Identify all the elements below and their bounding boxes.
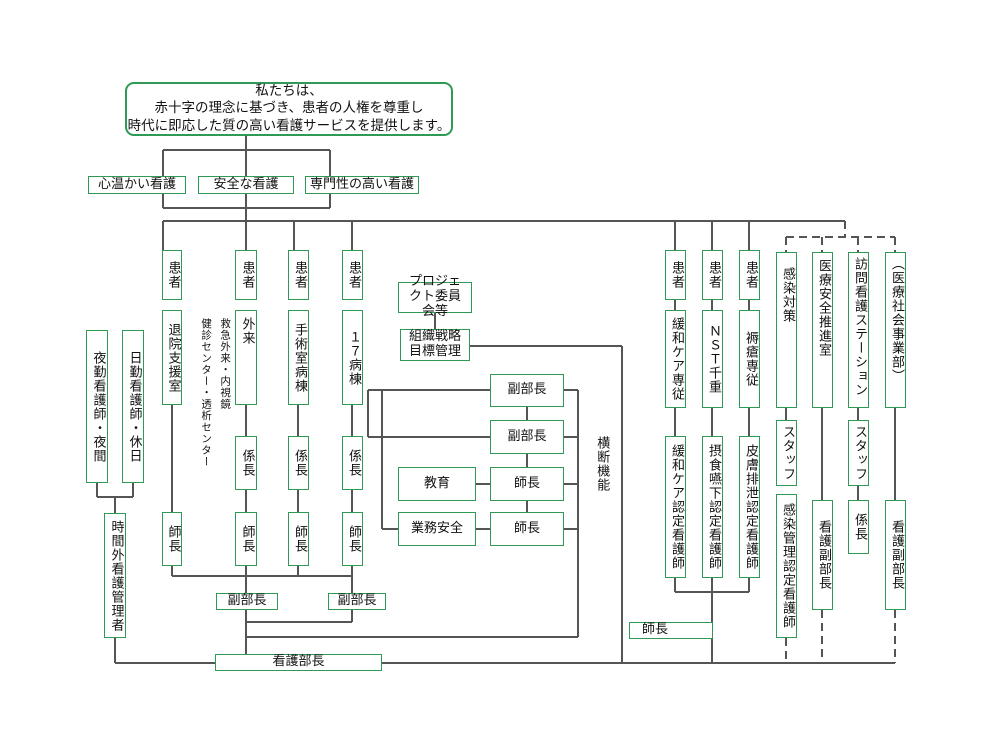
value-professional-nursing: 専門性の高い看護: [305, 176, 419, 194]
value-safe-nursing: 安全な看護: [198, 176, 294, 194]
shicho-middle-1: 師長: [490, 467, 564, 501]
fukubucho-right: 副部長: [328, 593, 386, 610]
mission-line-1: 私たちは、: [255, 82, 323, 99]
patient-box-nst: 患者: [702, 250, 723, 300]
project-committee: プロジェクト委員会等: [398, 274, 472, 319]
unit-infection-control: 感染対策: [776, 252, 797, 408]
education-box: 教育: [398, 467, 476, 501]
unit-operating-ward: 手術室病棟: [288, 310, 309, 405]
fukubucho-middle-1: 副部長: [490, 374, 564, 407]
unit-medical-safety: 医療安全推進室: [812, 252, 833, 408]
outpatient-note-1: 救急外来・内視鏡: [219, 318, 232, 410]
unit-discharge-support: 退院支援室: [162, 310, 182, 405]
patient-box-gairai: 患者: [235, 250, 257, 300]
director-of-nursing: 看護部長: [215, 654, 382, 671]
shicho-taiin: 師長: [162, 512, 182, 566]
patient-box-shujutsu: 患者: [288, 250, 309, 300]
patient-box-jokuso: 患者: [739, 250, 760, 300]
kakaricho-shujutsu: 係長: [288, 436, 309, 490]
unit-outpatient: 外来: [235, 310, 257, 405]
shicho-gairai: 師長: [235, 512, 257, 566]
patient-box-17: 患者: [342, 250, 363, 300]
night-nurse-box: 夜勤看護師・夜間: [86, 330, 108, 483]
fukubucho-middle-2: 副部長: [490, 420, 564, 454]
shicho-middle-2: 師長: [490, 512, 564, 546]
mission-statement: 私たちは、 赤十字の理念に基づき、患者の人権を尊重し 時代に即応した質の高い看護…: [125, 82, 453, 136]
overtime-manager-box: 時間外看護管理者: [104, 513, 126, 638]
unit-ward-17: １７病棟: [342, 310, 363, 405]
fukubucho-social: 看護副部長: [885, 500, 906, 610]
business-safety-box: 業務安全: [398, 512, 476, 546]
cross-function-label: 横断機能: [594, 436, 610, 492]
unit-visiting-nursing: 訪問看護ステーション: [848, 252, 869, 408]
kakaricho-17: 係長: [342, 436, 363, 490]
fukubucho-medical-safety: 看護副部長: [812, 500, 833, 610]
outpatient-note-2: 健診センター・透析センター: [200, 318, 213, 468]
mission-line-3: 時代に即応した質の高い看護サービスを提供します。: [127, 117, 451, 134]
cert-infection-management: 感染管理認定看護師: [776, 494, 797, 638]
unit-palliative-care: 緩和ケア専従: [665, 310, 686, 408]
cert-skin-excretion: 皮膚排泄認定看護師: [739, 436, 760, 578]
shicho-17: 師長: [342, 512, 363, 566]
unit-pressure-ulcer: 褥瘡専従: [739, 310, 760, 408]
mission-line-2: 赤十字の理念に基づき、患者の人権を尊重し: [154, 100, 424, 117]
kakaricho-visiting: 係長: [848, 500, 869, 554]
holiday-nurse-box: 日勤看護師・休日: [122, 330, 144, 483]
organizational-strategy: 組織戦略目標管理: [400, 329, 470, 361]
unit-nst: ＮＳＴ千重: [702, 310, 723, 408]
cert-palliative-care: 緩和ケア認定看護師: [665, 436, 686, 578]
fukubucho-left: 副部長: [216, 593, 278, 610]
shicho-shujutsu: 師長: [288, 512, 309, 566]
staff-visiting: スタッフ: [848, 420, 869, 486]
kakaricho-gairai: 係長: [235, 436, 257, 490]
patient-box-taiin: 患者: [162, 250, 182, 300]
staff-infection: スタッフ: [776, 420, 797, 486]
value-warm-nursing: 心温かい看護: [88, 176, 186, 194]
cert-swallowing: 摂食嚥下認定看護師: [702, 436, 723, 578]
patient-box-kanwa: 患者: [665, 250, 686, 300]
unit-medical-social: （医療社会事業部）: [885, 252, 906, 408]
shicho-right: 師長: [629, 622, 713, 639]
